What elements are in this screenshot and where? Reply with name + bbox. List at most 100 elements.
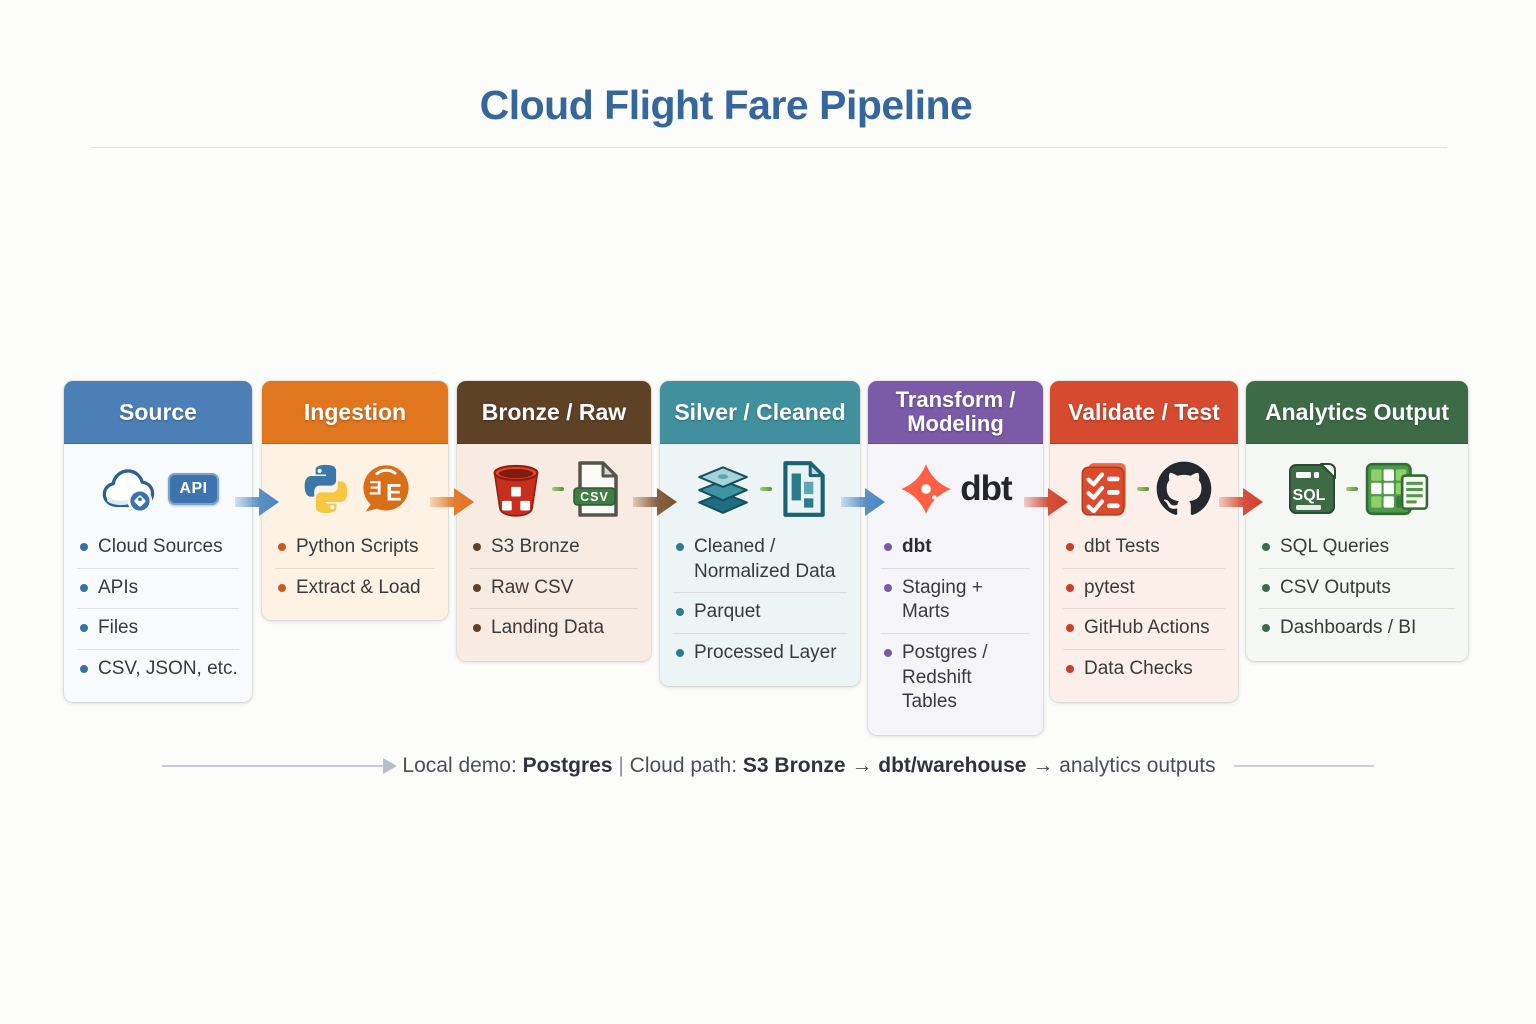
- list-item: Files: [77, 608, 239, 649]
- item-label: Python Scripts: [296, 536, 419, 557]
- flow-arrow-icon: [430, 488, 474, 516]
- icon-connector: [760, 487, 772, 491]
- list-item: Cloud Sources: [77, 528, 239, 568]
- icon-row: [1050, 444, 1238, 528]
- bullet-dot: [278, 543, 286, 551]
- caption-segment: dbt/warehouse: [878, 754, 1027, 777]
- spreadsheet-icon: [1365, 462, 1429, 516]
- caption-segment: →: [845, 754, 879, 777]
- csv-file-icon: CSV: [573, 461, 618, 517]
- icon-row: dbt: [868, 444, 1043, 528]
- list-item: Parquet: [673, 592, 847, 633]
- stage-card-transform: Transform / Modeling dbt dbt Staging + M…: [868, 381, 1043, 736]
- footer-caption: Local demo: Postgres | Cloud path: S3 Br…: [0, 748, 1536, 784]
- icon-connector: [552, 487, 564, 491]
- stage-title: Transform / Modeling: [895, 387, 1016, 436]
- stage-card-silver: Silver / Cleaned Cleaned / Normalized Da…: [660, 381, 860, 686]
- item-label: dbt Tests: [1084, 536, 1160, 557]
- caption-arrow-icon: [162, 758, 398, 774]
- list-item: Cleaned / Normalized Data: [673, 528, 847, 592]
- list-item: Staging + Marts: [881, 567, 1030, 633]
- stage-header: Silver / Cleaned: [660, 381, 860, 444]
- bullet-dot: [1262, 583, 1270, 592]
- item-label: CSV Outputs: [1280, 576, 1391, 598]
- bullet-dot: [676, 649, 684, 658]
- list-item: Landing Data: [470, 608, 638, 649]
- item-label: Parquet: [694, 601, 761, 623]
- stage-title: Silver / Cleaned: [674, 398, 846, 425]
- item-label: pytest: [1084, 576, 1135, 598]
- caption-segment: →: [1026, 754, 1060, 777]
- list-item: Extract & Load: [275, 567, 435, 609]
- item-list: S3 Bronze Raw CSV Landing Data: [457, 528, 651, 661]
- s3-bucket-icon: [493, 464, 539, 517]
- list-item: S3 Bronze: [470, 528, 638, 568]
- item-label: APIs: [98, 576, 139, 598]
- stage-card-validate: Validate / Test dbt Tests pytest GitHub …: [1050, 381, 1238, 702]
- list-item: Dashboards / BI: [1259, 608, 1455, 649]
- item-label: Files: [98, 617, 139, 639]
- caption-segment: Cloud path:: [629, 754, 743, 777]
- item-label: S3 Bronze: [491, 536, 580, 557]
- item-list: dbt Staging + Marts Postgres / Redshift …: [868, 528, 1043, 735]
- caption-end-line: [1233, 765, 1374, 767]
- caption-segment: S3 Bronze: [742, 754, 846, 777]
- bullet-dot: [473, 624, 481, 633]
- cloud-icon: [103, 469, 155, 512]
- bullet-dot: [1066, 665, 1074, 674]
- stage-card-source: Source API Cloud Sources APIs Files CSV,…: [64, 381, 252, 702]
- item-label: Extract & Load: [296, 576, 421, 598]
- stage-title: Validate / Test: [1068, 398, 1220, 425]
- bullet-dot: [884, 583, 892, 592]
- bullet-dot: [1066, 543, 1074, 551]
- item-label: Cleaned / Normalized Data: [694, 536, 836, 582]
- caption-text: Local demo: Postgres | Cloud path: S3 Br…: [402, 754, 1215, 778]
- item-list: dbt Tests pytest GitHub Actions Data Che…: [1050, 528, 1238, 702]
- layers-icon: [698, 466, 748, 514]
- list-item: SQL Queries: [1259, 528, 1455, 568]
- caption-segment: analytics outputs: [1059, 754, 1216, 777]
- list-item: Raw CSV: [470, 567, 638, 609]
- caption-segment: Postgres: [522, 754, 613, 777]
- item-label: Data Checks: [1084, 658, 1193, 680]
- bullet-dot: [1262, 624, 1270, 633]
- stage-header: Bronze / Raw: [457, 381, 651, 444]
- icon-connector: [1346, 487, 1358, 491]
- github-icon: [1156, 461, 1212, 515]
- item-list: Cloud Sources APIs Files CSV, JSON, etc.: [64, 528, 252, 702]
- stage-title: Source: [119, 398, 197, 425]
- flow-arrow-icon: [1024, 488, 1068, 516]
- bullet-dot: [80, 543, 88, 551]
- bullet-dot: [884, 543, 892, 551]
- flow-arrow-icon: [633, 488, 677, 516]
- sql-file-icon: SQL: [1289, 463, 1336, 514]
- item-label: Processed Layer: [694, 642, 837, 664]
- icon-connector: [1137, 487, 1149, 491]
- icon-row: SQL: [1246, 444, 1468, 528]
- svg-text:CSV: CSV: [580, 490, 609, 504]
- list-item: dbt: [881, 528, 1030, 568]
- stage-card-bronze: Bronze / Raw CSV S3 Bronze Raw CSV Landi…: [457, 381, 651, 662]
- item-label: Staging + Marts: [902, 576, 983, 623]
- python-icon: [304, 464, 347, 514]
- svg-text:SQL: SQL: [1293, 487, 1326, 504]
- item-list: Cleaned / Normalized Data Parquet Proces…: [660, 528, 860, 686]
- stage-header: Transform / Modeling: [868, 381, 1043, 444]
- item-list: Python Scripts Extract & Load: [262, 528, 448, 620]
- list-item: CSV, JSON, etc.: [77, 649, 239, 690]
- flow-arrow-icon: [235, 488, 279, 516]
- bullet-dot: [1262, 543, 1270, 551]
- item-label: Landing Data: [491, 617, 605, 639]
- stage-card-analytics: Analytics Output SQL: [1246, 381, 1468, 662]
- caption-segment: |: [612, 754, 630, 777]
- bullet-dot: [884, 649, 892, 658]
- list-item: pytest: [1063, 567, 1225, 609]
- page-title: Cloud Flight Fare Pipeline: [479, 82, 973, 128]
- stage-title: Analytics Output: [1264, 398, 1449, 425]
- extract-load-icon: Ǝ E: [362, 465, 409, 512]
- bullet-dot: [278, 583, 286, 592]
- dbt-icon: [901, 464, 952, 514]
- stage-title: Bronze / Raw: [481, 398, 627, 425]
- report-doc-icon: [783, 461, 825, 517]
- bullet-dot: [80, 583, 88, 592]
